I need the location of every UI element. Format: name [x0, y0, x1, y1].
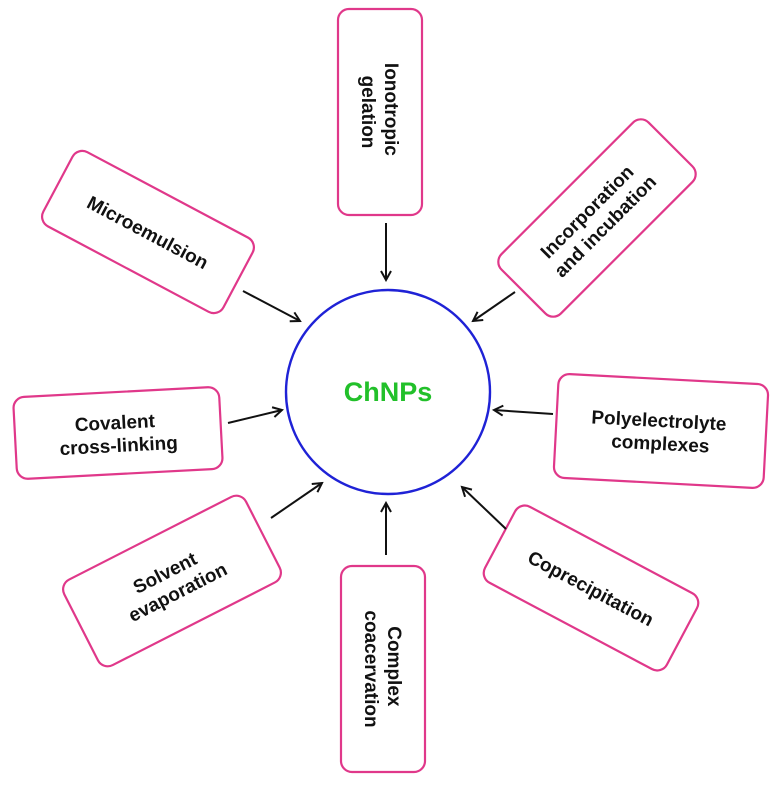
arrow-solvent-evaporation — [270, 483, 322, 519]
method-label: Complex coacervation — [360, 610, 404, 727]
arrow-incorporation — [473, 291, 516, 321]
method-box-microemulsion: Microemulsion — [40, 149, 256, 315]
method-label: Polyelectrolyte complexes — [590, 407, 733, 458]
method-box-polyelectrolyte-complexes: Polyelectrolyte complexes — [552, 373, 770, 489]
method-label: Ionotropic gelation — [357, 63, 401, 161]
method-box-solvent-evaporation: Solvent evaporation — [62, 494, 282, 668]
arrow-covalent — [227, 410, 282, 424]
center-circle — [284, 288, 492, 496]
method-box-coprecipitation: Coprecipitation — [482, 504, 700, 672]
arrow-coprecipitation — [462, 487, 507, 530]
arrow-polyelectrolyte — [494, 410, 554, 414]
method-box-incorporation-incubation: Incorporation and incubation — [497, 118, 697, 318]
method-box-ionotropic-gelation: Ionotropic gelation — [336, 7, 424, 217]
center-label: ChNPs — [344, 377, 433, 407]
method-box-complex-coacervation: Complex coacervation — [339, 564, 427, 774]
arrow-microemulsion — [242, 290, 300, 321]
method-box-covalent-cross-linking: Covalent cross-linking — [12, 386, 224, 480]
